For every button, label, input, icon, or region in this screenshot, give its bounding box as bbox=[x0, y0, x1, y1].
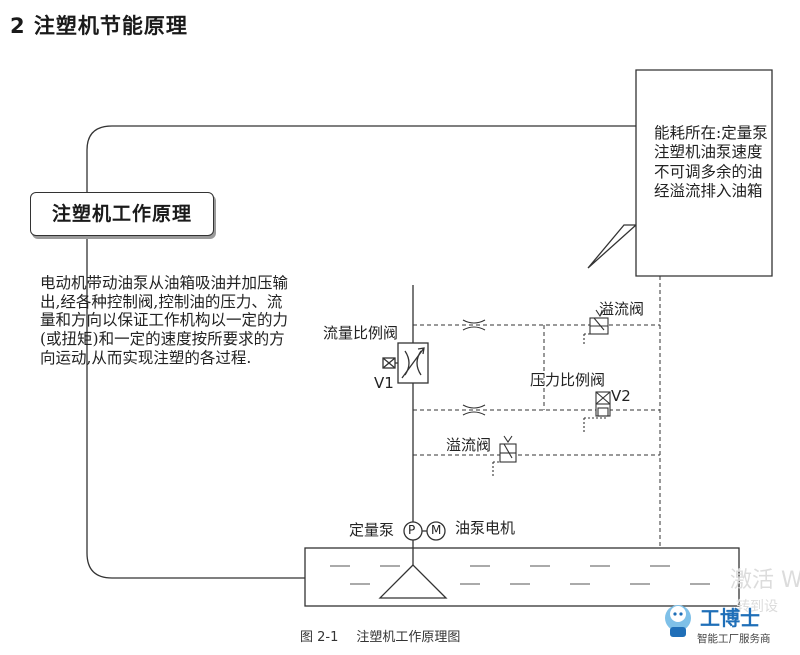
return-loop bbox=[86, 125, 636, 579]
suction-filter-icon bbox=[378, 564, 448, 599]
label-flow-valve: 流量比例阀 bbox=[323, 324, 399, 342]
pump-symbol: P bbox=[408, 523, 416, 537]
label-pump: 定量泵 bbox=[349, 521, 395, 539]
relief-valve-mid-icon bbox=[492, 435, 517, 476]
logo-tagline: 智能工厂服务商 bbox=[697, 633, 771, 645]
relief-valve-top-icon bbox=[583, 309, 609, 346]
logo-name: 工博士 bbox=[700, 606, 760, 630]
label-motor: 油泵电机 bbox=[455, 519, 516, 537]
label-relief-top: 溢流阀 bbox=[599, 300, 645, 318]
watermark-line2: 转到设 bbox=[736, 599, 778, 615]
label-v2: V2 bbox=[611, 387, 631, 405]
diagram-title-box: 注塑机工作原理 bbox=[30, 192, 214, 236]
pressure-valve-icon bbox=[583, 391, 611, 432]
description-text: 电动机带动油泵从油箱吸油并加压输出,经各种控制阀,控制油的压力、流量和方向以保证… bbox=[40, 274, 289, 367]
figure-caption: 图 2-1 注塑机工作原理图 bbox=[300, 626, 478, 645]
page-heading: 2 注塑机节能原理 bbox=[10, 14, 188, 38]
watermark-line1: 激活 W bbox=[730, 568, 800, 593]
callout-bubble bbox=[587, 69, 773, 277]
motor-icon bbox=[426, 521, 446, 541]
motor-symbol: M bbox=[431, 523, 442, 537]
caption-text: 注塑机工作原理图 bbox=[356, 630, 461, 645]
callout-text: 能耗所在:定量泵注塑机油泵速度不可调多余的油经溢流排入油箱 bbox=[654, 124, 768, 200]
caption-number: 图 2-1 bbox=[300, 630, 339, 645]
logo-robot-icon bbox=[665, 605, 691, 637]
label-pressure-valve: 压力比例阀 bbox=[530, 371, 606, 389]
oil-tank bbox=[304, 547, 740, 607]
label-v1: V1 bbox=[374, 374, 394, 392]
label-relief-mid: 溢流阀 bbox=[446, 436, 492, 454]
